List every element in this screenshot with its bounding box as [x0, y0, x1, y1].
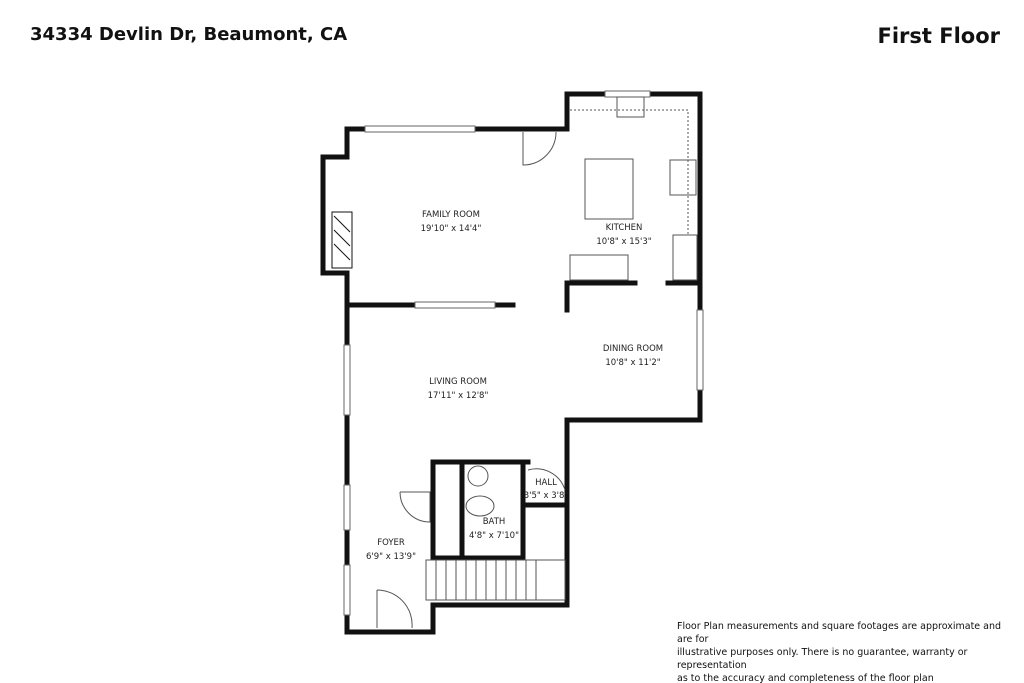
- room-name: HALL: [535, 478, 557, 488]
- room-name: FOYER: [377, 538, 405, 548]
- room-dims: 6'9" x 13'9": [366, 552, 416, 562]
- windows: [343, 90, 704, 616]
- outer-wall: [320, 91, 703, 635]
- fireplace: [331, 211, 353, 269]
- kitchen-island: [584, 158, 634, 220]
- room-name: FAMILY ROOM: [422, 210, 480, 220]
- room-dims: 4'8" x 7'10": [469, 531, 519, 541]
- doors: [376, 131, 566, 629]
- room-name: BATH: [483, 517, 506, 527]
- room-dims: 19'10" x 14'4": [421, 224, 482, 234]
- floor-title: First Floor: [877, 24, 1000, 48]
- room-name: DINING ROOM: [603, 344, 663, 354]
- room-name: LIVING ROOM: [429, 377, 487, 387]
- room-dims: 17'11" x 12'8": [428, 391, 489, 401]
- room-dims: 10'8" x 11'2": [605, 358, 660, 368]
- disclaimer-line: illustrative purposes only. There is no …: [677, 647, 968, 671]
- sink-icon: [467, 465, 489, 487]
- stairs: [425, 559, 566, 601]
- kitchen-fixtures: [569, 96, 698, 281]
- disclaimer-line: Floor Plan measurements and square foota…: [677, 621, 1002, 645]
- disclaimer: Floor Plan measurements and square foota…: [677, 620, 1017, 683]
- address-title: 34334 Devlin Dr, Beaumont, CA: [30, 24, 348, 45]
- bath-fixtures: [465, 465, 495, 517]
- walls: [320, 91, 703, 635]
- room-dims: 3'5" x 3'8": [524, 491, 569, 501]
- toilet-icon: [465, 495, 495, 517]
- room-name: KITCHEN: [606, 223, 643, 233]
- disclaimer-line: as to the accuracy and completeness of t…: [677, 673, 934, 683]
- room-labels: FAMILY ROOM 19'10" x 14'4" KITCHEN 10'8"…: [366, 210, 663, 562]
- room-dims: 10'8" x 15'3": [596, 237, 651, 247]
